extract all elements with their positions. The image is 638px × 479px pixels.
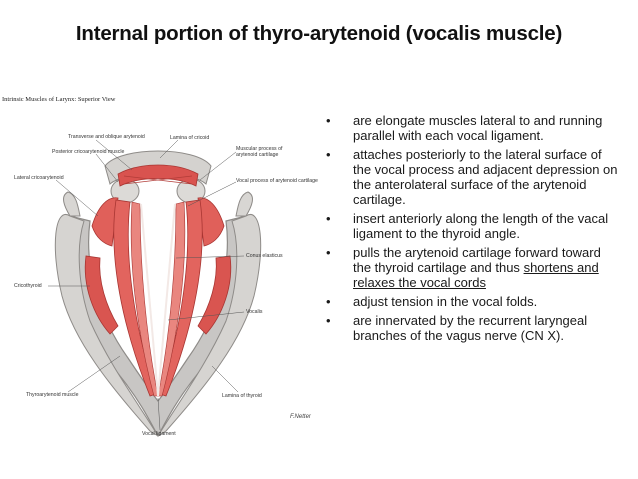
label-lamina-thyroid: Lamina of thyroid <box>222 393 262 399</box>
larynx-drawing <box>48 139 262 438</box>
bullet-list: •are elongate muscles lateral to and run… <box>322 113 622 347</box>
bullet-item: •are innervated by the recurrent larynge… <box>326 313 588 343</box>
bullet-item: •are elongate muscles lateral to and run… <box>326 113 603 143</box>
label-lateral-cricoarytenoid: Lateral cricoarytenoid <box>14 175 64 181</box>
label-posterior-cricoarytenoid: Posterior cricoarytenoid muscle <box>52 149 125 155</box>
bullet-item: •attaches posteriorly to the lateral sur… <box>326 147 618 207</box>
bullet-item: •adjust tension in the vocal folds. <box>326 294 538 309</box>
bullet-item: •pulls the arytenoid cartilage forward t… <box>326 245 601 290</box>
label-conus-elasticus: Conus elasticus <box>246 253 283 259</box>
figure-caption: Intrinsic Muscles of Larynx: Superior Vi… <box>2 96 116 103</box>
label-thyroarytenoid: Thyroarytenoid muscle <box>26 392 79 398</box>
underlined-phrase: shortens and relaxes the vocal cords <box>353 260 599 290</box>
bullet-item: •insert anteriorly along the length of t… <box>326 211 609 241</box>
artist-signature: F.Netter <box>290 414 311 420</box>
label-vocal-ligament: Vocal ligament <box>142 431 176 437</box>
larynx-illustration: Intrinsic Muscles of Larynx: Superior Vi… <box>0 96 318 441</box>
label-vocalis: Vocalis <box>246 309 263 315</box>
label-cricothyroid: Cricothyroid <box>14 283 42 289</box>
slide-title: Internal portion of thyro-arytenoid (voc… <box>75 22 563 45</box>
label-lamina-cricoid: Lamina of cricoid <box>170 135 210 141</box>
label-transverse-arytenoid: Transverse and oblique arytenoid <box>68 134 145 140</box>
label-muscular-process: Muscular process of arytenoid cartilage <box>236 146 283 158</box>
label-vocal-process: Vocal process of arytenoid cartilage <box>236 178 318 184</box>
